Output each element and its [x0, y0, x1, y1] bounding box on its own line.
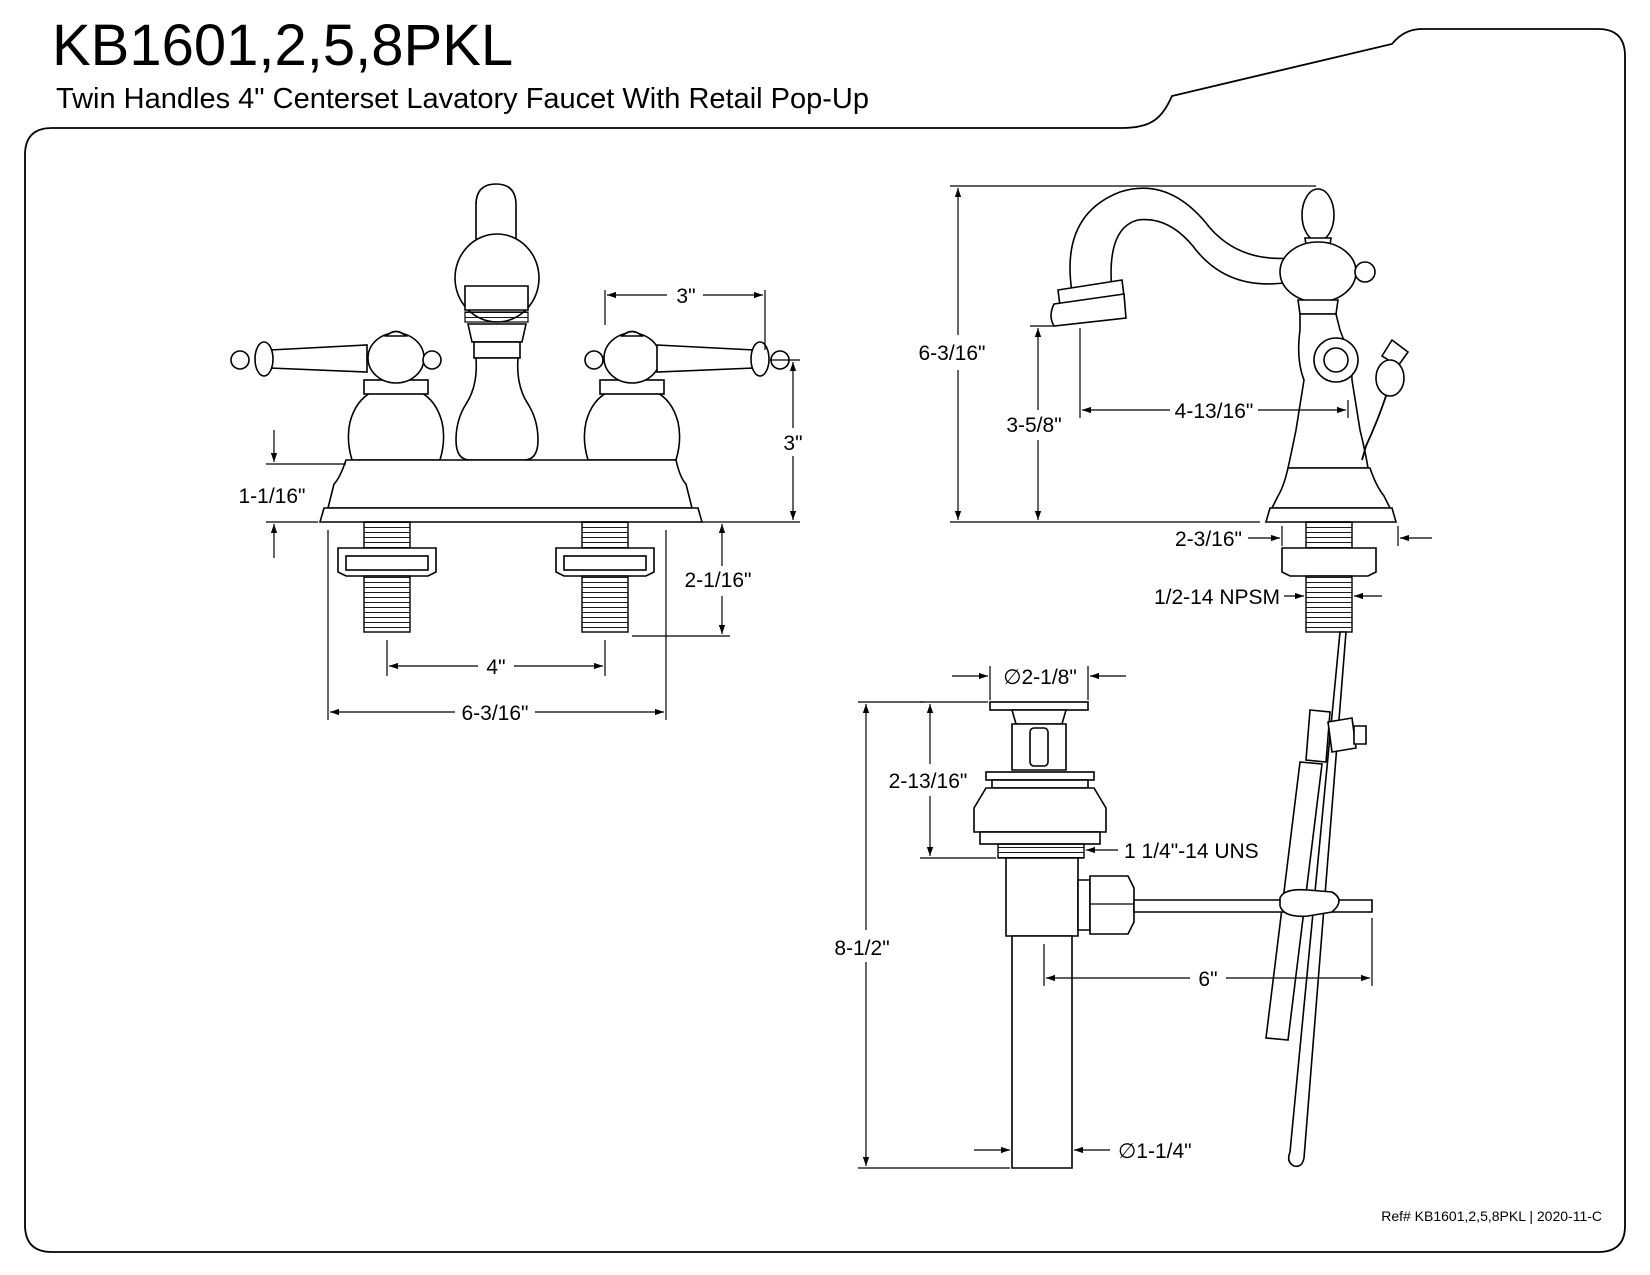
- reference-number: Ref# KB1601,2,5,8PKL | 2020-11-C: [1381, 1208, 1602, 1224]
- drain-rod-length-label: 6": [1198, 968, 1217, 991]
- drain-tail-diameter-label: ∅1-1/4": [1118, 1140, 1192, 1163]
- side-base-plate: [1264, 507, 1398, 523]
- side-handle-top: [1301, 188, 1335, 242]
- front-center-spread-label: 4": [486, 656, 505, 679]
- side-spout: [1069, 187, 1291, 293]
- page-subtitle: Twin Handles 4" Centerset Lavatory Fauce…: [56, 83, 869, 115]
- drain-flange-neck: [1010, 709, 1068, 725]
- front-spout-nut: [464, 285, 529, 311]
- front-shank-length-label: 2-1/16": [685, 569, 752, 592]
- side-clevis-screw: [1327, 717, 1357, 753]
- side-dimension-lines: [950, 185, 1432, 600]
- drain-washer: [979, 831, 1101, 845]
- front-handle-spacing-label: 3": [676, 285, 695, 308]
- side-base-diameter-label: 2-3/16": [1175, 528, 1242, 551]
- side-body: [1287, 313, 1369, 469]
- drain-pivot-nut: [1089, 875, 1135, 935]
- page-title: KB1601,2,5,8PKL: [52, 13, 514, 78]
- side-clevis-strap-top: [1305, 709, 1331, 763]
- drain-body-nut: [973, 787, 1107, 833]
- front-view: 3" 3" 1-1/16" 2-1/16" 4" 6-3/16": [230, 183, 803, 725]
- front-overall-width-label: 6-3/16": [462, 702, 529, 725]
- side-base: [1270, 467, 1392, 509]
- side-popup-rod-top: [1361, 395, 1387, 461]
- drain-overall-height-label: 8-1/2": [834, 937, 889, 960]
- drain-stopper-slot: [1029, 727, 1049, 767]
- side-bonnet: [1279, 241, 1357, 303]
- drain-thread: [997, 843, 1085, 859]
- front-spout-body: [455, 357, 539, 461]
- side-stem: [1297, 299, 1339, 315]
- front-base-height-label: 1-1/16": [239, 485, 306, 508]
- side-outlet-inner: [1323, 347, 1349, 373]
- front-spout-neck: [467, 323, 527, 343]
- drain-pivot-boss: [1077, 879, 1091, 931]
- front-left-shank: [337, 521, 437, 633]
- drain-ring-2: [991, 779, 1089, 789]
- drain-ring-1: [985, 771, 1095, 781]
- drain-view: ∅2-1/8" 2-13/16" 1 1/4"-14 UNS 8-1/2" 6"…: [834, 666, 1373, 1169]
- side-connection-label: 1/2-14 NPSM: [1154, 586, 1280, 609]
- side-shank-upper: [1305, 521, 1353, 551]
- side-mount-nut: [1281, 547, 1377, 577]
- side-overall-height-label: 6-3/16": [919, 342, 986, 365]
- drain-tail-upper: [1005, 857, 1079, 937]
- drain-thread-label: 1 1/4"-14 UNS: [1124, 840, 1259, 863]
- side-popup-knob: [1375, 359, 1405, 397]
- drain-body-height-label: 2-13/16": [889, 770, 968, 793]
- front-left-handle: [230, 330, 445, 461]
- drain-tail-lower: [1011, 935, 1073, 1169]
- side-spout-height-label: 3-5/8": [1006, 414, 1061, 437]
- front-aerator: [464, 311, 529, 323]
- front-spout-ring: [473, 341, 521, 359]
- front-base-plate: [318, 507, 704, 523]
- side-shank-lower: [1305, 575, 1353, 633]
- drain-flange-diameter-label: ∅2-1/8": [1003, 666, 1077, 689]
- side-clevis-screw-head: [1353, 725, 1367, 745]
- side-view: 6-3/16" 3-5/8" 4-13/16" 2-3/16" 1/2-14 N…: [919, 185, 1432, 1168]
- drain-clevis-clip: [1279, 888, 1340, 918]
- front-right-shank: [555, 521, 655, 633]
- drain-flange: [989, 701, 1089, 711]
- sheet-border: [24, 28, 1626, 1253]
- front-dimension-lines: [266, 290, 800, 720]
- front-height-label: 3": [783, 432, 802, 455]
- front-base: [326, 459, 694, 509]
- drain-dimension-lines: [858, 666, 1373, 1169]
- side-handle-cap: [1354, 261, 1376, 283]
- side-spout-reach-label: 4-13/16": [1175, 400, 1254, 423]
- side-aerator: [1050, 293, 1127, 327]
- front-right-handle: [583, 330, 790, 461]
